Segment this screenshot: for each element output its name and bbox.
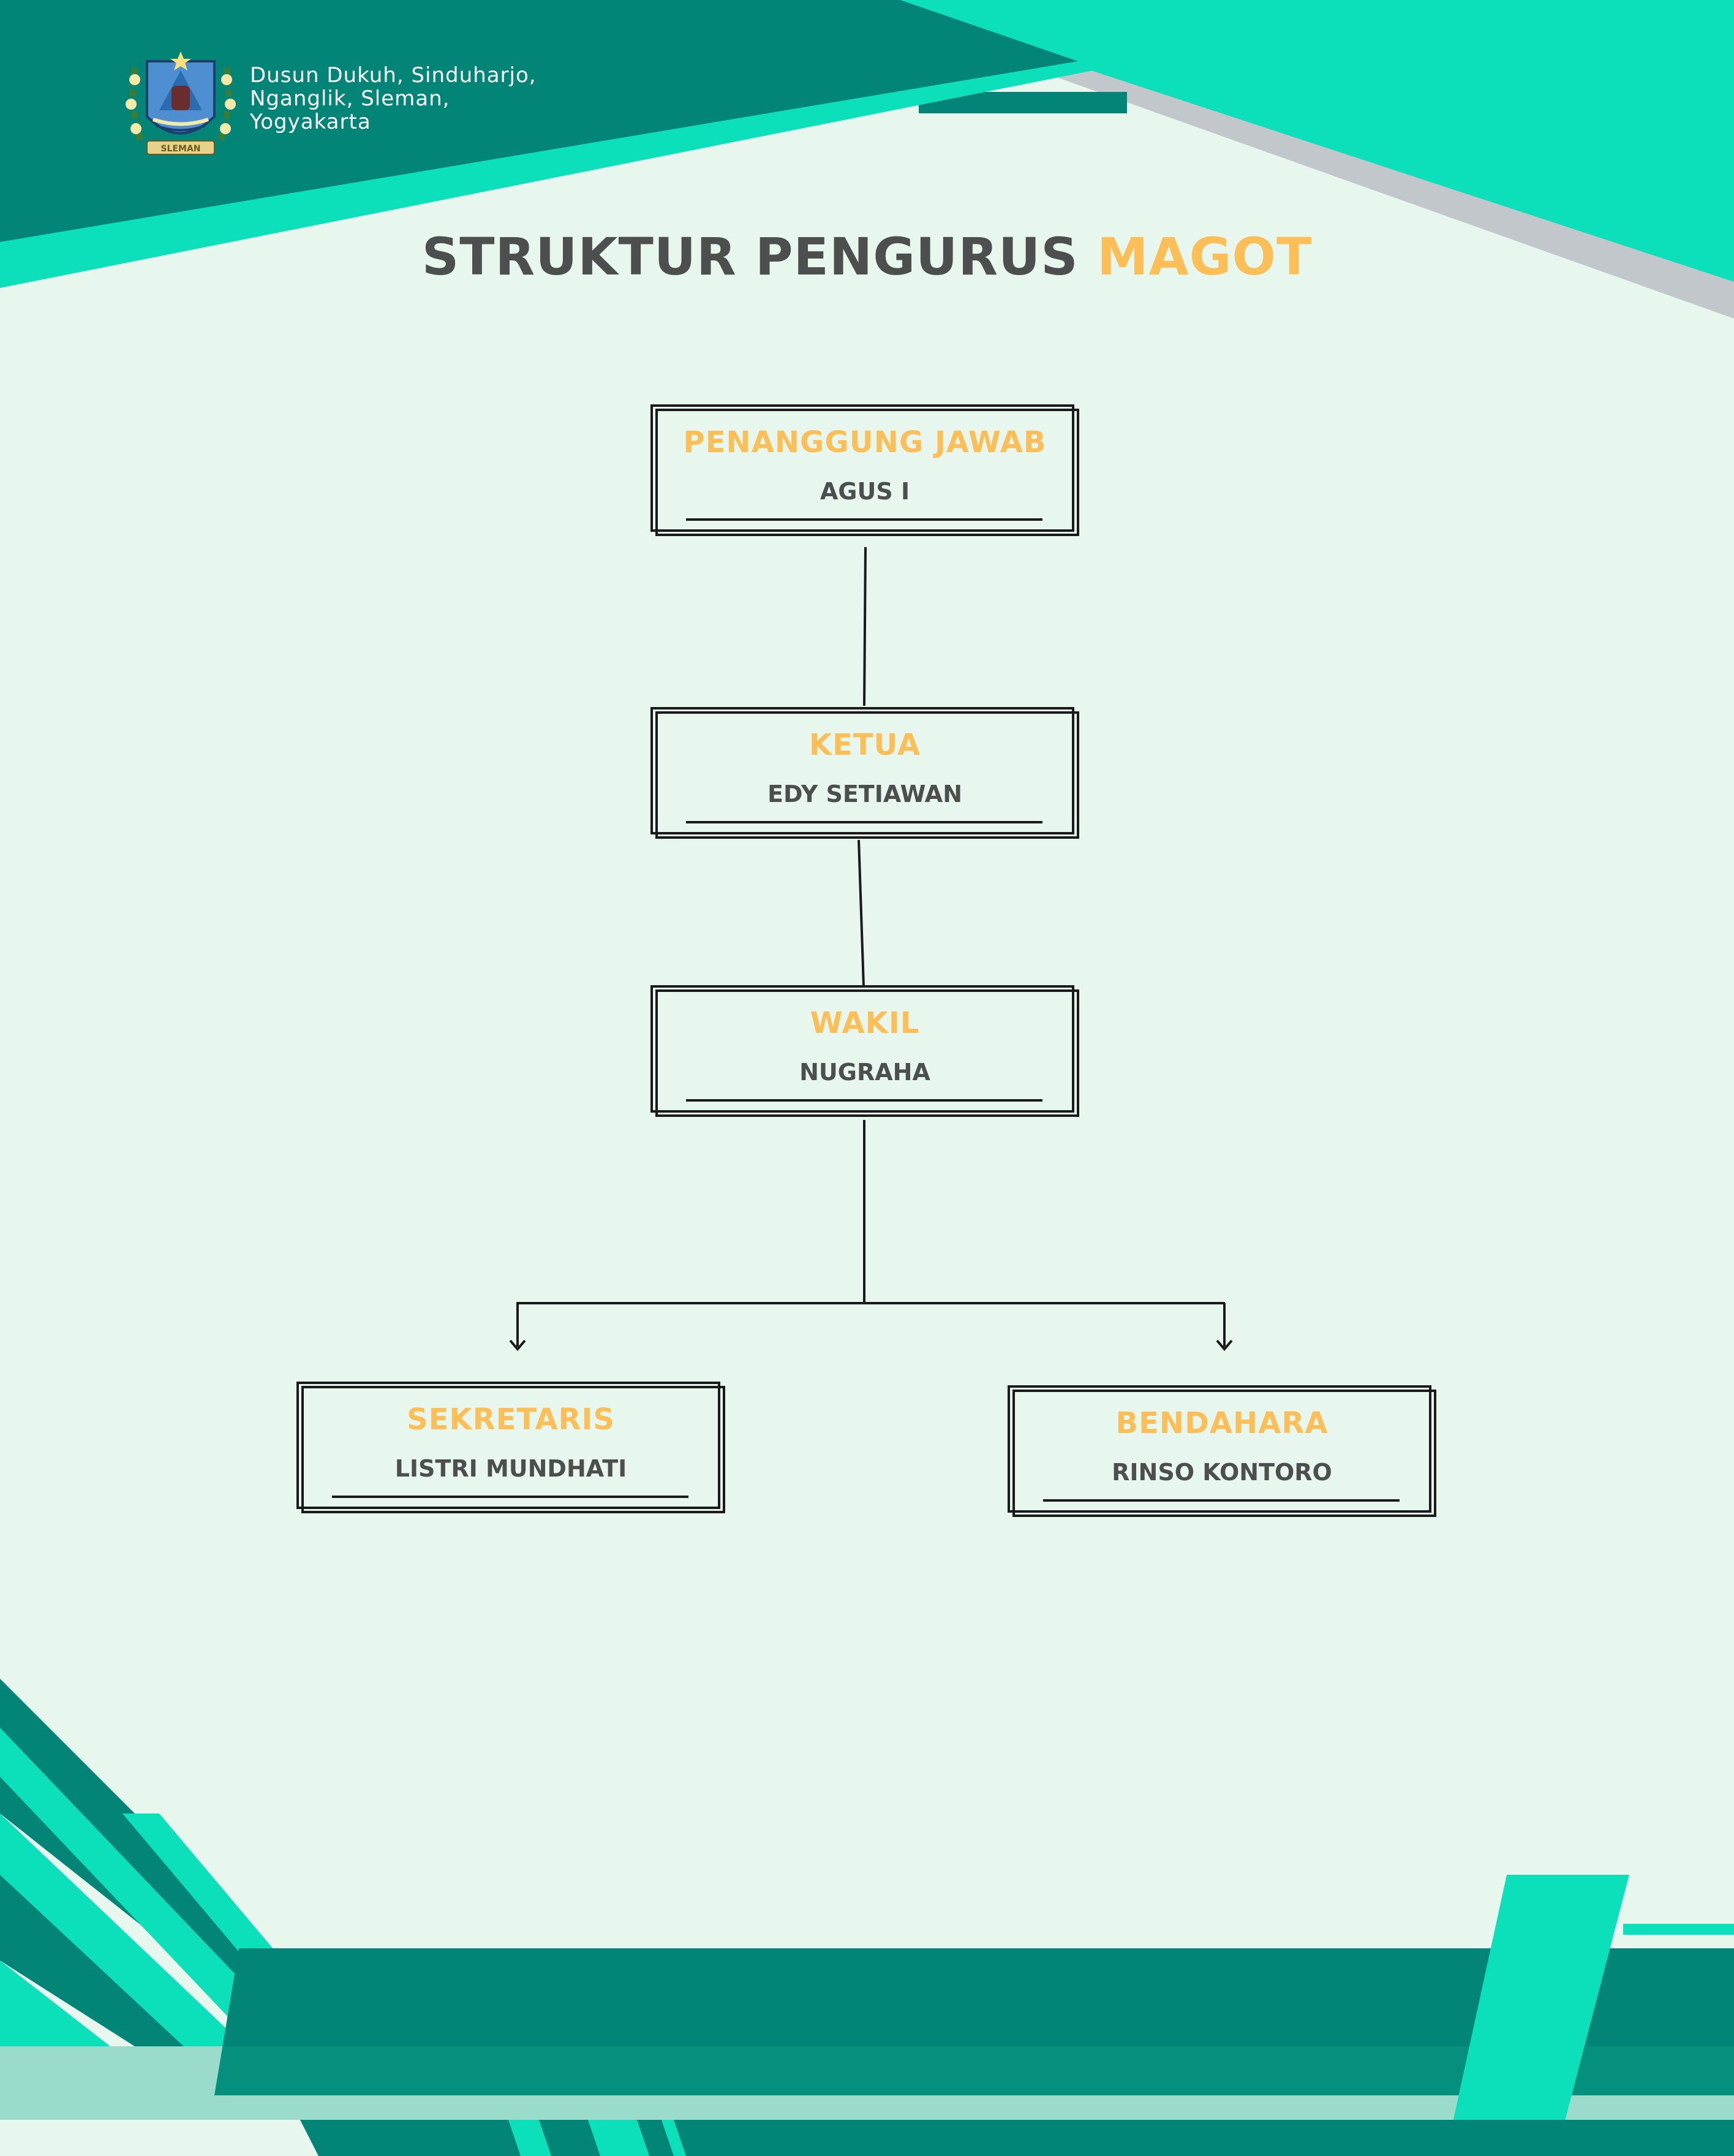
bottom-left-stripe-2 [0,1728,257,2022]
address-line-1: Dusun Dukuh, Sinduharjo, [250,63,537,88]
node-name: LISTRI MUNDHATI [394,1455,627,1482]
node-underline [686,518,1042,521]
bottom-left-stripe-3 [0,1814,245,2046]
bottom-edge-stripe-2 [588,2120,649,2156]
top-thin-strip [919,92,1127,113]
node-name: NUGRAHA [799,1059,930,1086]
node-underline [686,1099,1042,1102]
node-role: SEKRETARIS [407,1402,615,1437]
bottom-edge-stripe-3 [662,2120,686,2156]
bottom-edge-stripe-1 [508,2120,551,2156]
top-right-teal-shape [900,0,1734,282]
top-gray-stripe [1029,61,1734,319]
node-sekretaris: SEKRETARIS LISTRI MUNDHATI [296,1382,725,1513]
title-main: STRUKTUR PENGURUS [421,227,1097,287]
header-address: Dusun Dukuh, Sinduharjo, Nganglik, Slema… [250,64,537,134]
node-underline [332,1496,688,1498]
sleman-regency-emblem-icon: SLEMAN [126,51,236,155]
bottom-right-teal-block [1446,1875,1629,2156]
bottom-left-stripe-5 [0,1961,110,2046]
page-title: STRUKTUR PENGURUS MAGOT [0,227,1734,287]
node-ketua: KETUA EDY SETIAWAN [650,707,1079,839]
node-role: KETUA [809,728,921,762]
node-role: BENDAHARA [1115,1406,1329,1440]
node-role: PENANGGUNG JAWAB [683,425,1047,460]
node-underline [686,821,1042,823]
arrow-head-bendahara-icon [1216,1339,1233,1352]
connector-pj-ketua [863,547,867,706]
address-line-2: Nganglik, Sleman, [250,86,450,111]
connector-ketua-wakil [858,839,865,987]
bottom-teal-band [214,1948,1734,2095]
node-bendahara: BENDAHARA RINSO KONTORO [1008,1385,1436,1517]
bottom-left-stripe-4 [0,1875,184,2046]
node-penanggung-jawab: PENANGGUNG JAWAB AGUS I [650,404,1079,536]
title-accent: MAGOT [1096,227,1313,287]
node-role: WAKIL [810,1006,920,1040]
node-name: EDY SETIAWAN [767,781,962,808]
logo-banner-text: SLEMAN [160,144,200,154]
bottom-right-thin-line [1623,1924,1734,1935]
bottom-light-strip [0,2046,1734,2120]
arrow-head-sekretaris-icon [509,1339,526,1352]
node-underline [1043,1499,1400,1502]
top-left-teal-shape [0,0,1078,245]
node-name: RINSO KONTORO [1112,1459,1332,1486]
bottom-edge-band [300,2120,1734,2156]
address-line-3: Yogyakarta [250,110,371,134]
node-wakil: WAKIL NUGRAHA [650,985,1079,1117]
node-name: AGUS I [820,478,910,505]
header-teal-band [0,61,1109,288]
